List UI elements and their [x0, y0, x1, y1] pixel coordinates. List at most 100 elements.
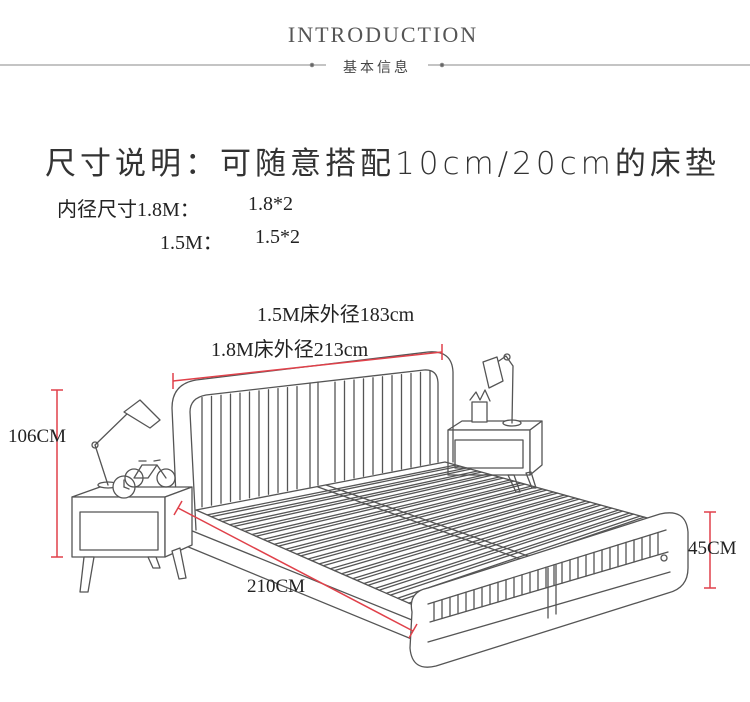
base-slat [210, 465, 461, 518]
base-slat [389, 513, 635, 596]
base-slat [329, 497, 576, 570]
base-slat [221, 468, 472, 523]
bicycle-handlebar [153, 459, 161, 462]
sketch [71, 351, 689, 668]
heading-text: 可随意搭配10cm/20cm的床垫 [220, 146, 720, 182]
base-slat [307, 491, 555, 560]
clock-hand [123, 486, 130, 490]
length-dimension-line [177, 507, 414, 632]
right-nightstand-top [447, 420, 543, 431]
right-nightstand [447, 420, 543, 493]
left-lamp-joint [91, 441, 99, 449]
side-rail-bottom [185, 545, 415, 641]
pot-body [471, 401, 488, 423]
bicycle-ornament [124, 459, 176, 488]
total-height-label: 106CM [8, 426, 67, 447]
footboard-bolt [660, 554, 668, 562]
base-slat [262, 479, 511, 541]
size-description-heading: 尺寸说明：可随意搭配10cm/20cm的床垫 [45, 138, 720, 183]
bicycle-fork [156, 464, 167, 479]
left-nightstand-drawer [79, 511, 159, 551]
footboard-low-rail [427, 571, 671, 643]
footboard-spindles [433, 531, 659, 622]
left-nightstand-leg [79, 556, 95, 593]
footboard-mid-rail [429, 551, 669, 623]
base-slat [344, 501, 591, 577]
spec-value: 1.8*2 [248, 193, 293, 215]
base-center-spine [325, 484, 549, 564]
base-slat [244, 474, 493, 533]
right-nightstand-leg [507, 474, 521, 493]
base-slat [273, 482, 522, 545]
left-nightstand [71, 486, 193, 593]
right-lamp-joint [503, 353, 511, 361]
length-dimension-tick [173, 500, 183, 516]
spec-label: 内径尺寸1.8M： [57, 199, 200, 221]
headboard [171, 351, 454, 541]
outer-width-18-label: 1.8M床外径213cm [211, 339, 369, 361]
base-slat [284, 485, 533, 550]
left-lamp [91, 399, 161, 489]
left-lamp-arm [94, 412, 129, 486]
base-slat [318, 494, 566, 565]
right-nightstand-side [529, 420, 543, 476]
base-slat [363, 506, 609, 585]
section-title: INTRODUCTION [287, 22, 479, 47]
bicycle-wheel [156, 468, 176, 488]
left-nightstand-leg [171, 547, 187, 580]
base-slat [352, 503, 598, 580]
right-nightstand-drawer [454, 439, 524, 469]
base-slat [240, 473, 490, 531]
left-nightstand-front [71, 496, 166, 558]
width-dimension-line [172, 351, 443, 382]
base-slat [311, 492, 559, 562]
footboard [409, 512, 689, 668]
base-slat [378, 510, 624, 591]
length-dimension-tick [408, 623, 418, 639]
base-slat [217, 467, 468, 521]
base-slat [356, 504, 602, 582]
base-slat [206, 464, 457, 516]
base-slat [228, 470, 479, 526]
plant-pot [469, 389, 491, 423]
base-slat [340, 500, 587, 575]
base-slat [266, 480, 515, 542]
header-dot-right [439, 62, 445, 68]
bicycle-frame [133, 464, 158, 479]
headboard-inner-frame [189, 369, 439, 531]
base-slat [296, 488, 544, 555]
base-slat [367, 507, 613, 586]
outer-width-15-label: 1.5M床外径183cm [257, 304, 415, 326]
base-slat [255, 477, 504, 537]
left-nightstand-side [164, 486, 193, 558]
right-lamp-stem [495, 355, 514, 424]
base-slat [374, 509, 620, 590]
base-slat [322, 495, 569, 567]
bed-height-label: 45CM [688, 538, 737, 559]
spec-label: 1.5M： [160, 232, 223, 254]
base-slat [300, 489, 548, 557]
right-lamp [482, 353, 522, 427]
base-slat [277, 483, 526, 547]
heading-label: 尺寸说明： [45, 146, 220, 182]
base-center-spine [317, 486, 541, 567]
base-slat [232, 471, 483, 528]
header-dot-left [309, 62, 315, 68]
base-slat [333, 498, 580, 572]
spec-value: 1.5*2 [255, 226, 300, 248]
base-slat [385, 512, 631, 594]
headboard-slats [201, 370, 431, 508]
dimension-lines [51, 344, 716, 639]
base-slat [288, 486, 537, 552]
side-rail-top [179, 525, 413, 621]
base-slat [251, 476, 500, 536]
left-nightstand-leg [147, 556, 161, 569]
section-subtitle: 基本信息 [343, 60, 411, 76]
plant-leaves [469, 389, 491, 402]
bed-length-label: 210CM [247, 576, 306, 597]
side-rail [179, 525, 415, 641]
right-lamp-shade [482, 356, 504, 389]
header-divider [0, 62, 750, 68]
